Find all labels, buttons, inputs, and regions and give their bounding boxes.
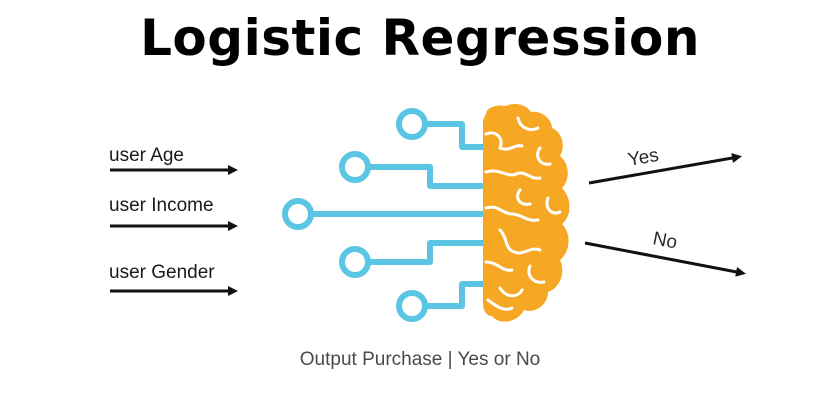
diagram-caption: Output Purchase | Yes or No bbox=[299, 349, 541, 370]
circuit-node bbox=[339, 246, 371, 278]
circuit-node bbox=[339, 151, 371, 183]
circuit-node bbox=[396, 290, 428, 322]
brain-folds bbox=[484, 116, 562, 311]
output-label-yes: Yes bbox=[626, 145, 660, 171]
output-arrow-no bbox=[584, 241, 746, 277]
input-label-age: user Age bbox=[109, 145, 184, 166]
output-arrow-yes bbox=[588, 153, 742, 185]
input-arrows bbox=[110, 165, 238, 296]
brain-shape bbox=[483, 104, 570, 322]
diagram-title: Logistic Regression bbox=[140, 9, 700, 67]
input-label-gender: user Gender bbox=[109, 262, 215, 283]
brain-circuit-icon bbox=[282, 104, 570, 322]
input-label-income: user Income bbox=[109, 195, 214, 216]
output-arrows bbox=[584, 153, 746, 277]
output-label-no: No bbox=[651, 228, 679, 253]
circuit-node bbox=[282, 198, 314, 230]
circuit-node bbox=[396, 108, 428, 140]
circuit-nodes bbox=[282, 108, 428, 322]
circuit-traces bbox=[308, 121, 491, 309]
